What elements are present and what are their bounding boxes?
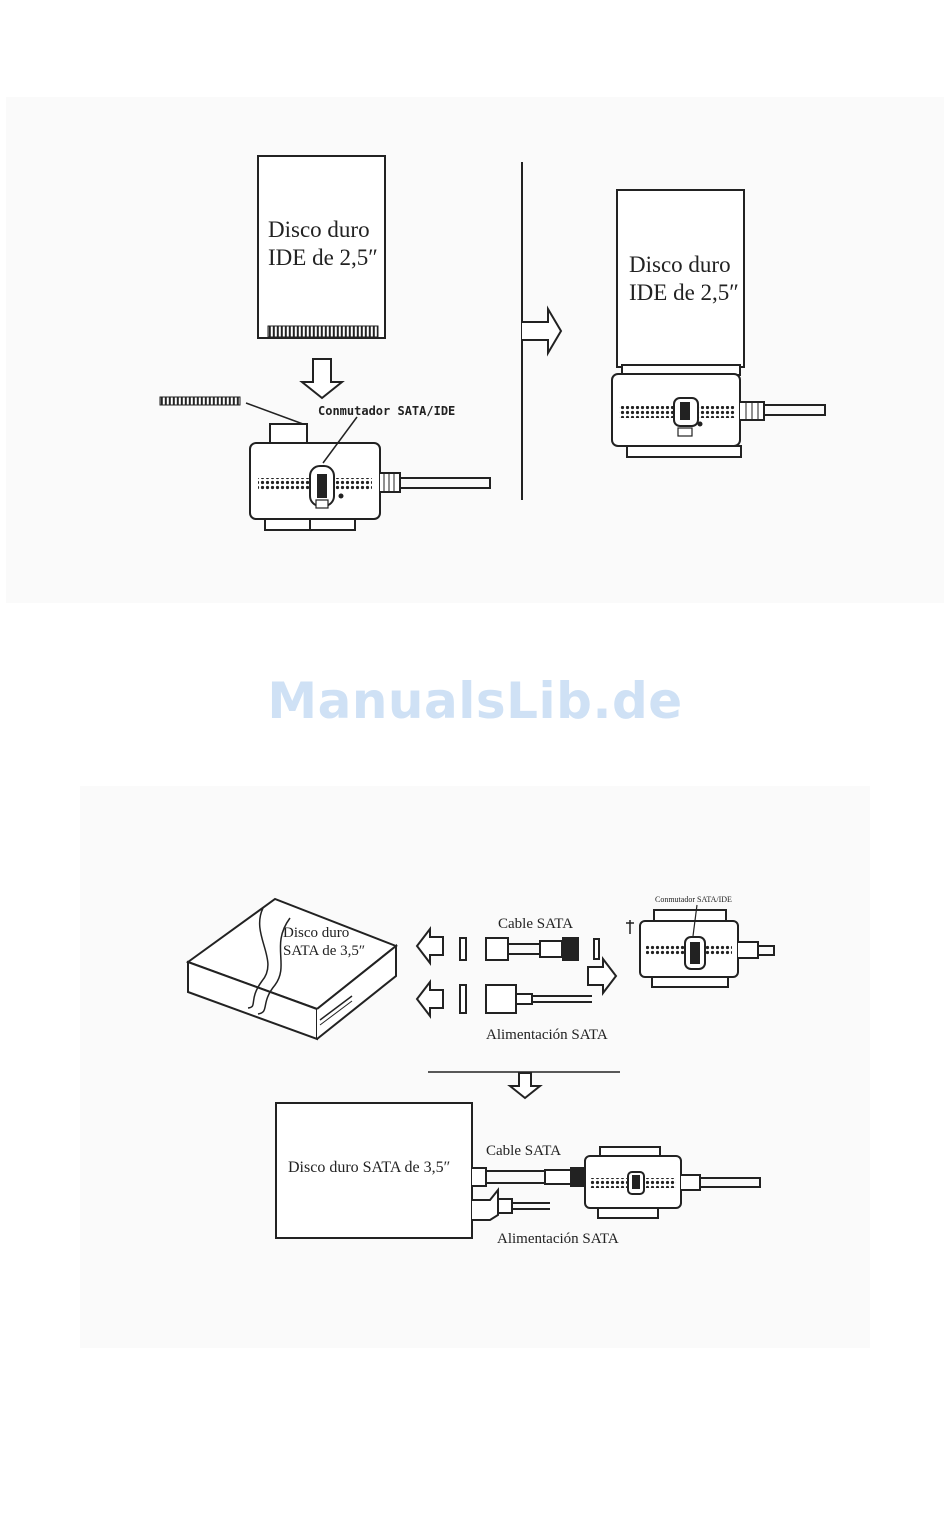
sata-hdd-label-line1: Disco duro [283, 925, 349, 941]
hdd-label-line2: IDE de 2,5″ [268, 245, 378, 270]
sata-power-cable [460, 985, 592, 1013]
ide-connector-strip [160, 397, 240, 405]
ide-hdd-on-adapter [612, 190, 825, 457]
switch-label: Conmutador SATA/IDE [318, 404, 455, 418]
power-sata-label: Alimentación SATA [486, 1027, 608, 1043]
cable-sata-label: Cable SATA [498, 916, 573, 932]
arrow-right-icon [588, 959, 616, 993]
result-sata-hdd-label: Disco duro SATA de 3,5″ [288, 1159, 450, 1176]
arrow-down-icon [302, 359, 342, 398]
arrow-left-icon [417, 982, 443, 1016]
sata-hdd-label-line2: SATA de 3,5″ [283, 943, 365, 959]
arrow-left-icon [417, 929, 443, 963]
arrow-right-icon [522, 309, 561, 353]
result-cable-sata-label: Cable SATA [486, 1143, 561, 1159]
hdd-label-line1: Disco duro [268, 217, 370, 242]
adapter-device-small [626, 910, 774, 987]
adapter-device-top [250, 424, 490, 530]
switch-label-small: Conmutador SATA/IDE [655, 895, 732, 904]
result-hdd-label-line2: IDE de 2,5″ [629, 280, 739, 305]
result-hdd-label-line1: Disco duro [629, 252, 731, 277]
result-power-sata-label: Alimentación SATA [497, 1231, 619, 1247]
arrow-down-icon [510, 1073, 540, 1098]
sata-hdd-3-5 [188, 899, 396, 1039]
watermark-logo: ManualsLib.de [0, 672, 950, 730]
sata-cable [460, 938, 599, 960]
